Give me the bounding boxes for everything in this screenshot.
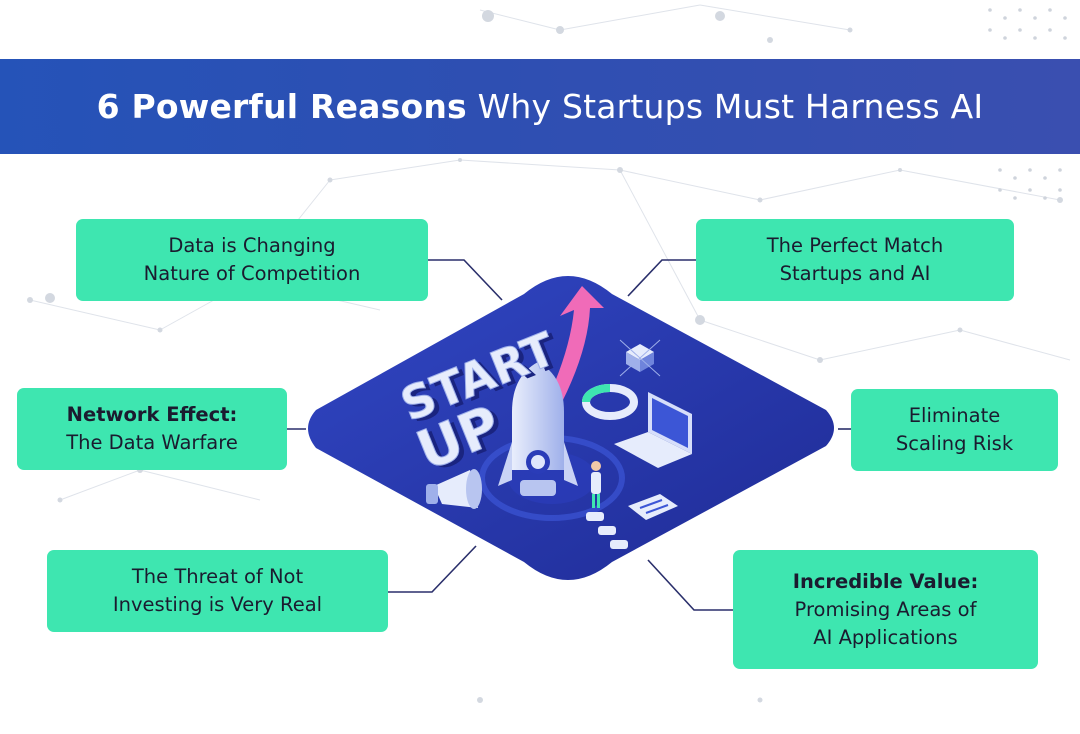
reason-card-perfect-match: The Perfect Match Startups and AI — [696, 219, 1014, 301]
reason-perfect-match-line1: The Perfect Match — [766, 234, 944, 257]
connector-data-competition — [428, 259, 503, 301]
reason-card-network-effect: Network Effect: The Data Warfare — [17, 388, 287, 470]
reason-card-threat: The Threat of Not Investing is Very Real — [47, 550, 388, 632]
reason-perfect-match-line2: Startups and AI — [779, 262, 931, 285]
reason-network-effect-heading: Network Effect: — [66, 403, 238, 426]
connector-perfect-match — [627, 259, 697, 297]
title-strong: 6 Powerful Reasons — [96, 87, 467, 126]
reason-data-competition-line1: Data is Changing — [168, 234, 336, 257]
reason-network-effect-line2: The Data Warfare — [66, 431, 238, 454]
connector-threat — [388, 545, 477, 593]
reason-scaling-risk-line2: Scaling Risk — [895, 432, 1014, 455]
title-rest: Why Startups Must Harness AI — [477, 87, 984, 126]
rocket-icon — [498, 362, 578, 496]
laptop-icon — [614, 392, 692, 468]
document-card-icon — [628, 494, 678, 520]
reason-card-incredible-value: Incredible Value: Promising Areas of AI … — [733, 550, 1038, 669]
arrow-icon — [548, 286, 604, 402]
reason-data-competition-line2: Nature of Competition — [143, 262, 361, 285]
reason-threat-line2: Investing is Very Real — [112, 593, 323, 616]
reason-incredible-value-heading: Incredible Value: — [792, 569, 979, 593]
reason-card-scaling-risk: Eliminate Scaling Risk — [851, 389, 1058, 471]
platform-diamond — [308, 276, 834, 580]
reason-incredible-value-line2: Promising Areas of — [794, 597, 977, 621]
reason-incredible-value-line3: AI Applications — [813, 625, 958, 649]
reason-card-data-competition: Data is Changing Nature of Competition — [76, 219, 428, 301]
reason-scaling-risk-line1: Eliminate — [908, 404, 1001, 427]
donut-chart-icon — [582, 384, 638, 420]
connector-incredible-value — [647, 559, 733, 611]
reason-threat-line1: The Threat of Not — [131, 565, 304, 588]
person-icon — [591, 461, 601, 508]
title-banner: 6 Powerful Reasons Why Startups Must Har… — [0, 59, 1080, 154]
megaphone-icon — [426, 469, 482, 509]
cube-icon — [619, 339, 661, 377]
stepping-stones — [586, 512, 628, 549]
